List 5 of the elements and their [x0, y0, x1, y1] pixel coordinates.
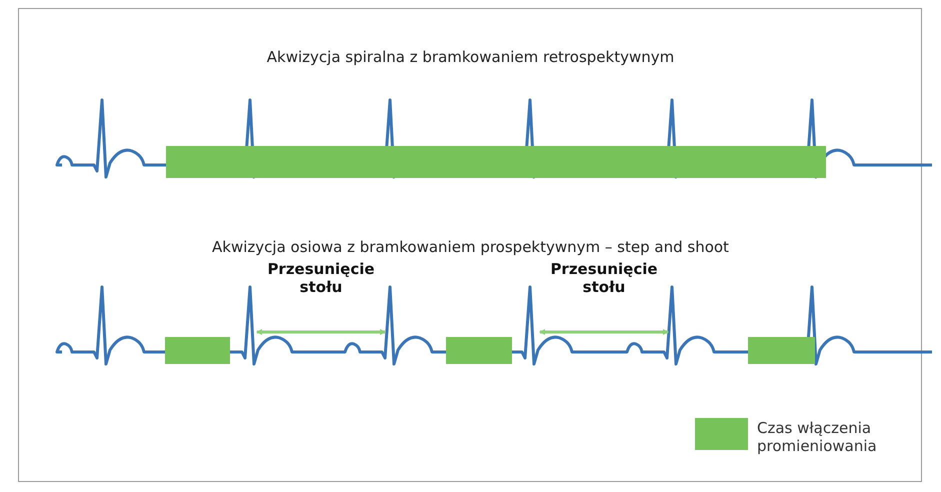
section-heading: Akwizycja spiralna z bramkowaniem retrospektywnym — [266, 48, 674, 66]
section-heading: Akwizycja osiowa z bramkowaniem prospektywnym – step and shoot — [212, 238, 729, 256]
table-shift-label: Przesunięcie stołu — [549, 260, 659, 296]
table-shift-label: Przesunięcie stołu — [266, 260, 376, 296]
legend-text: Czas włączenia promieniowania — [757, 419, 878, 455]
